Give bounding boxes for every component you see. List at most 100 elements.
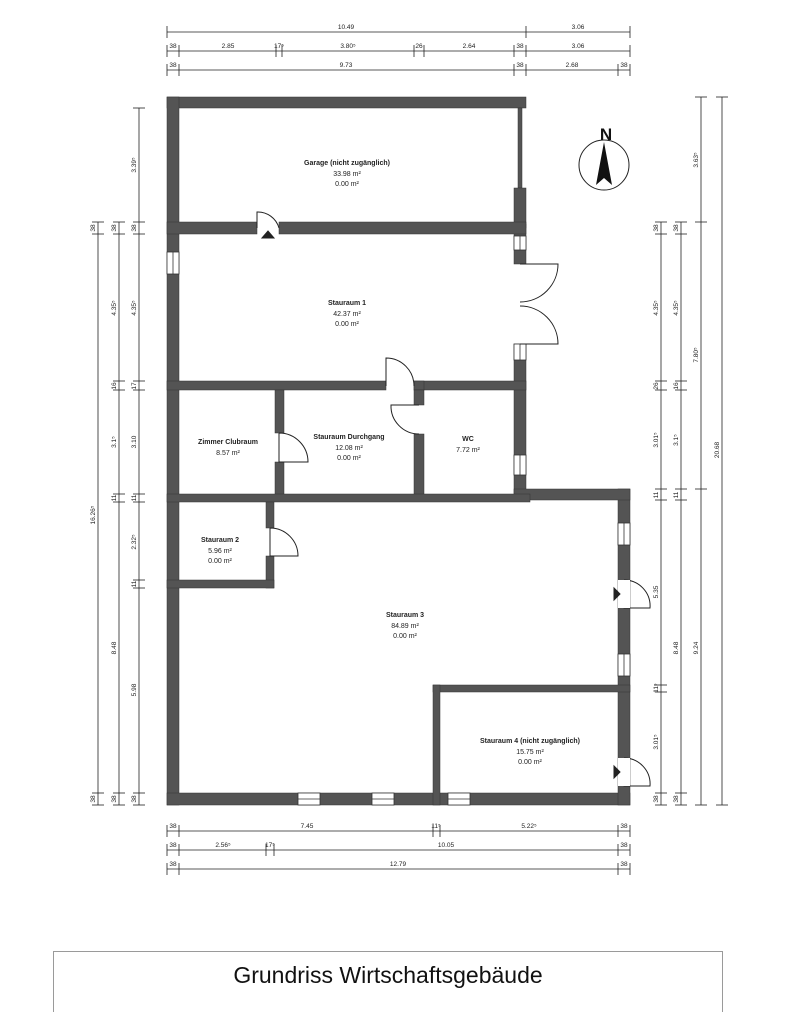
- dimension-labels-left: 16.26⁵ 38 38 38 4.35⁵ 16 3.1⁵ 11 8.48 38…: [90, 157, 138, 803]
- dim-right-inner-d: 3.01⁵: [653, 432, 660, 448]
- room-wc-area: 7.72 m²: [456, 447, 480, 454]
- room-durchgang-area: 12.08 m²: [335, 445, 363, 452]
- dim-left-inner-e: 3.10: [131, 435, 138, 448]
- door-stauraum4-gap: [618, 758, 630, 786]
- dim-left-inner-c: 4.35⁵: [131, 300, 138, 316]
- room-zimmer-name: Zimmer Clubraum: [198, 439, 258, 446]
- room-stauraum4-name: Stauraum 4 (nicht zugänglich): [480, 738, 580, 745]
- dim-left-mid-b: 4.35⁵: [111, 300, 118, 316]
- wall-s4-left: [432, 684, 441, 806]
- wall-h1-a: [166, 380, 387, 391]
- room-stauraum1-name: Stauraum 1: [328, 300, 366, 307]
- dim-left-outer-b: 38: [90, 224, 97, 232]
- dim-right-inner-a: 38: [653, 224, 660, 232]
- dim-bottom2-e: 38: [620, 842, 628, 849]
- dim-top3-d: 2.68: [566, 62, 579, 69]
- wall-h1-b: [413, 380, 527, 391]
- dim-left-mid-e: 11: [111, 494, 118, 501]
- dim-right-mid-a: 38: [673, 224, 680, 232]
- dim-left-mid-f: 8.48: [111, 641, 118, 654]
- dimensions-right: [655, 96, 728, 806]
- dim-top2-f: 2.64: [463, 43, 476, 50]
- dim-right-inner-c: 26: [653, 382, 660, 390]
- doors: [256, 211, 651, 787]
- door-garage: [256, 211, 280, 229]
- room-stauraum2-extra: 0.00 m²: [208, 558, 232, 565]
- dim-top3-c: 38: [516, 62, 524, 69]
- dim-left-inner-b: 38: [131, 224, 138, 232]
- wall-h2: [166, 493, 531, 503]
- door-garage-marker: [260, 230, 276, 239]
- dimensions-bottom: [166, 825, 631, 875]
- wall-s2-right: [265, 501, 275, 529]
- dim-left-inner-i: 5.98: [131, 683, 138, 696]
- dim-right-inner-e: 11: [653, 491, 660, 498]
- windows: [166, 235, 631, 806]
- wall-v-zimmer2: [274, 461, 285, 497]
- dim-left-inner-d: 17: [131, 382, 138, 390]
- dim-left-mid-a: 38: [111, 224, 118, 232]
- dim-left-outer-a: 16.26⁵: [90, 505, 97, 524]
- room-garage-extra: 0.00 m²: [335, 181, 359, 188]
- dim-top3-b: 9.73: [340, 62, 353, 69]
- room-stauraum1-extra: 0.00 m²: [335, 321, 359, 328]
- dim-top1-a: 10.49: [338, 24, 355, 31]
- dimension-labels-bottom: 38 7.45 11⁵ 5.22⁵ 38 38 2.56⁵ 17⁵ 10.05 …: [169, 823, 628, 868]
- room-durchgang-extra: 0.00 m²: [337, 455, 361, 462]
- dim-left-inner-g: 2.32⁵: [131, 534, 138, 550]
- dim-left-inner-a: 3.39⁵: [131, 157, 138, 173]
- dim-bottom1-d: 5.22⁵: [521, 823, 537, 830]
- dim-left-outer-c: 38: [90, 795, 97, 803]
- dim-top2-g: 38: [516, 43, 524, 50]
- wall-bottom: [166, 792, 631, 806]
- dim-right-outer1-b: 7.80⁵: [693, 347, 700, 363]
- room-stauraum1-area: 42.37 m²: [333, 311, 361, 318]
- room-stauraum3-extra: 0.00 m²: [393, 633, 417, 640]
- wall-v-durchgang-wc2: [413, 433, 425, 497]
- dim-bottom1-e: 38: [620, 823, 628, 830]
- dim-bottom1-c: 11⁵: [431, 823, 441, 830]
- door-stauraum3-marker: [613, 586, 621, 602]
- dim-top2-e: 26: [415, 43, 423, 50]
- door-stauraum1-lower: [519, 305, 559, 345]
- dim-left-inner-h: 11: [131, 580, 138, 587]
- room-stauraum3-name: Stauraum 3: [386, 612, 424, 619]
- room-garage-area: 33.98 m²: [333, 171, 361, 178]
- dim-bottom2-a: 38: [169, 842, 177, 849]
- dim-left-mid-d: 3.1⁵: [111, 436, 118, 448]
- dim-left-inner-j: 38: [131, 795, 138, 803]
- room-garage-name: Garage (nicht zugänglich): [304, 160, 390, 167]
- dimension-labels-right: 38 4.35⁵ 26 3.01⁵ 11 5.35 11⁵ 3.01⁵ 38 3…: [653, 152, 721, 803]
- room-labels: Garage (nicht zugänglich) 33.98 m² 0.00 …: [198, 160, 580, 766]
- wall-garage-right: [517, 107, 523, 189]
- dim-bottom1-b: 7.45: [301, 823, 314, 830]
- wall-garage-bottom2: [278, 221, 527, 235]
- north-label: N: [600, 125, 612, 144]
- door-wc: [390, 404, 420, 435]
- wall-s4-top: [432, 684, 631, 693]
- door-stauraum4-marker: [613, 764, 621, 780]
- dim-right-inner-g: 11⁵: [653, 683, 660, 693]
- north-arrow: N: [578, 125, 630, 191]
- dim-top2-d: 3.80⁵: [340, 43, 356, 50]
- dim-bottom2-c: 17⁵: [265, 842, 275, 849]
- room-durchgang-name: Stauraum Durchgang: [313, 434, 384, 441]
- dim-right-outer1-c: 9.24: [693, 641, 700, 654]
- dim-top3-a: 38: [169, 62, 177, 69]
- dim-right-outer2-a: 20.68: [714, 441, 721, 458]
- dim-right-inner-h: 3.01⁵: [653, 734, 660, 750]
- door-zimmer: [278, 432, 309, 463]
- dim-right-mid-g: 38: [673, 795, 680, 803]
- wall-wc-top: [413, 380, 425, 391]
- dim-right-mid-b: 4.35⁵: [673, 300, 680, 316]
- title-box: Grundriss Wirtschaftsgebäude: [53, 951, 723, 1012]
- room-stauraum3-area: 84.89 m²: [391, 623, 419, 630]
- dim-left-inner-f: 11: [131, 494, 138, 501]
- dim-left-mid-g: 38: [111, 795, 118, 803]
- dim-top1-b: 3.06: [572, 24, 585, 31]
- north-circle: [578, 139, 630, 191]
- plan-title: Grundriss Wirtschaftsgebäude: [233, 962, 543, 988]
- dimensions-left: [92, 107, 145, 806]
- room-stauraum4-area: 15.75 m²: [516, 749, 544, 756]
- dim-bottom2-d: 10.05: [438, 842, 455, 849]
